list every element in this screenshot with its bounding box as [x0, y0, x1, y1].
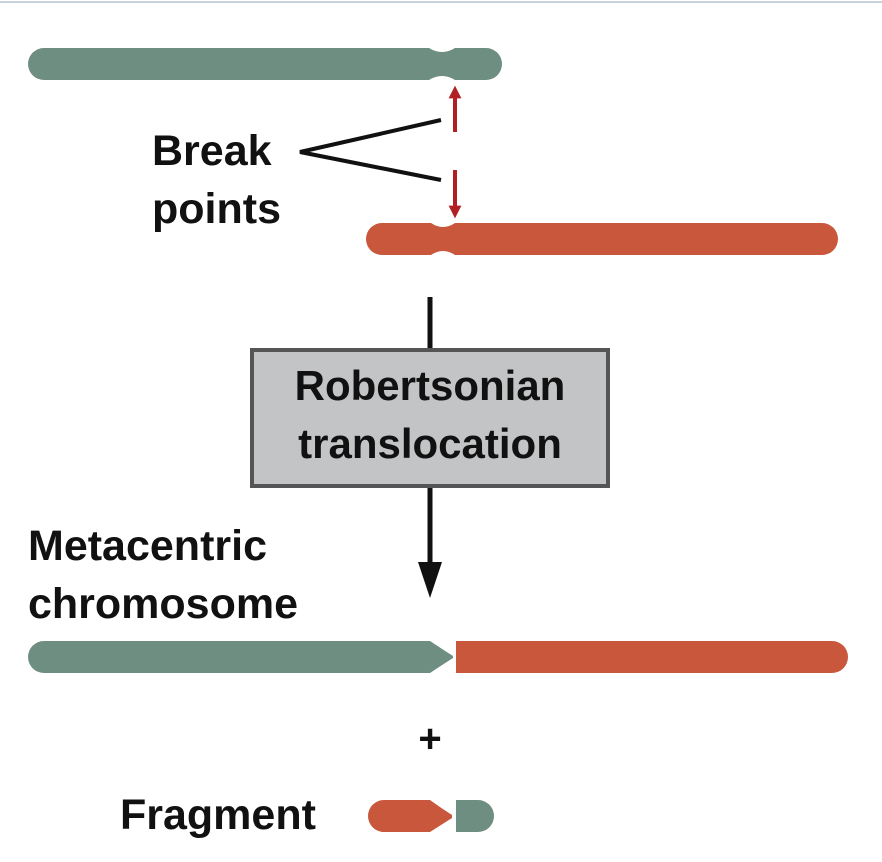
translocation-box	[250, 348, 610, 488]
metacentric-chromosome-green-arm	[28, 641, 453, 673]
break-pointer-lines	[299, 118, 442, 182]
metacentric-label-line1: Metacentric	[28, 522, 267, 570]
break-points-label-line1: Break	[152, 127, 272, 175]
translocation-box-line2: translocation	[298, 420, 562, 467]
metacentric-label-line2: chromosome	[28, 580, 298, 628]
process-arrow-head	[418, 562, 442, 598]
orange-chromosome	[366, 223, 838, 255]
green-chromosome	[28, 48, 502, 80]
fragment-orange-part	[368, 800, 452, 832]
plus-sign: +	[418, 717, 441, 761]
break-points-label-line2: points	[152, 185, 281, 233]
translocation-box-line1: Robertsonian	[295, 362, 566, 409]
fragment-label: Fragment	[120, 791, 316, 839]
metacentric-chromosome-orange-arm	[456, 641, 848, 673]
fragment-green-part	[456, 800, 494, 832]
